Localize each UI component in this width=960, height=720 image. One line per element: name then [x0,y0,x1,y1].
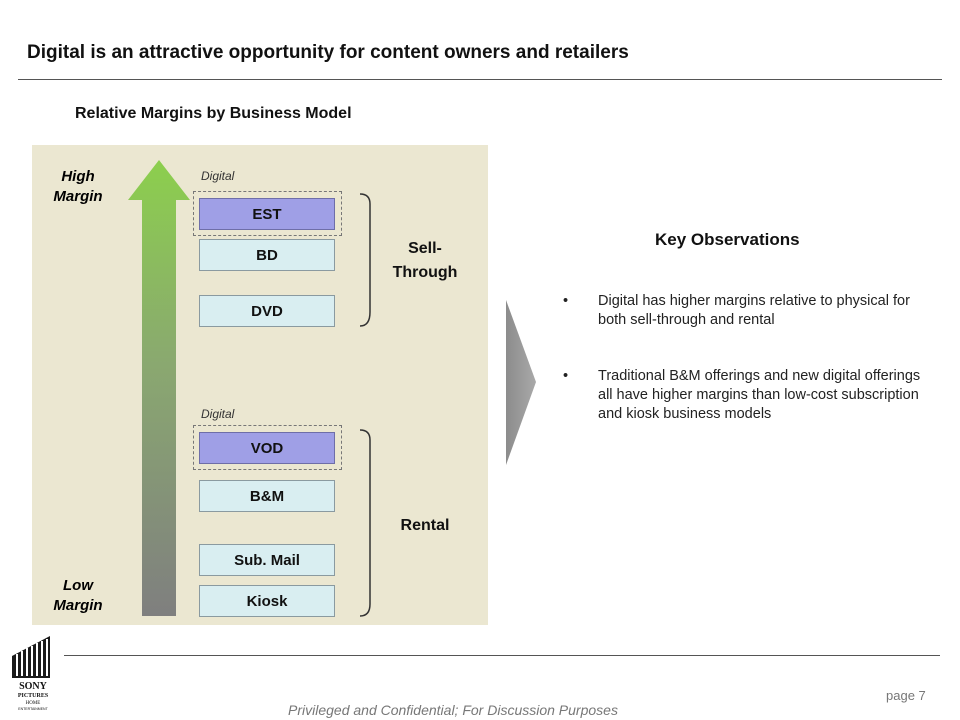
margin-arrow [128,160,190,616]
bullet-icon: • [563,368,569,384]
observation-item: • Digital has higher margins relative to… [563,292,933,332]
group-brackets [359,193,371,617]
bar-sub-mail: Sub. Mail [199,544,335,576]
digital-tag: Digital [201,169,235,183]
title-divider [18,79,942,80]
chevron-right-icon [506,300,536,465]
rental-label: Rental [400,517,450,534]
bar-kiosk: Kiosk [199,585,335,617]
bar-bd: BD [199,239,335,271]
high-margin-label: High Margin [53,168,103,205]
svg-text:PICTURES: PICTURES [18,693,49,699]
sell-through-label: Sell- Through [392,240,458,281]
digital-highlight-box [193,425,342,470]
observation-item: • Traditional B&M offerings and new digi… [563,367,933,447]
observation-text: Digital has higher margins relative to p… [598,293,910,328]
svg-text:HOME: HOME [26,701,41,706]
svg-text:ENTERTAINMENT: ENTERTAINMENT [18,707,48,711]
bar-bm: B&M [199,480,335,512]
bullet-icon: • [563,293,569,309]
confidentiality-note: Privileged and Confidential; For Discuss… [288,702,618,718]
low-margin-label: Low Margin [53,577,103,614]
bar-dvd: DVD [199,295,335,327]
chart-title: Relative Margins by Business Model [75,105,352,122]
observation-text: Traditional B&M offerings and new digita… [598,368,921,422]
sony-pictures-logo: SONY PICTURES HOME ENTERTAINMENT [12,636,50,711]
page-number: page 7 [886,688,926,703]
bar-est: EST [199,198,335,230]
footer-divider [64,655,940,656]
observations-title: Key Observations [655,230,800,249]
digital-highlight-box [193,191,342,236]
page-title: Digital is an attractive opportunity for… [27,42,629,63]
digital-tag: Digital [201,407,235,421]
bar-vod: VOD [199,432,335,464]
svg-text:SONY: SONY [19,681,48,692]
